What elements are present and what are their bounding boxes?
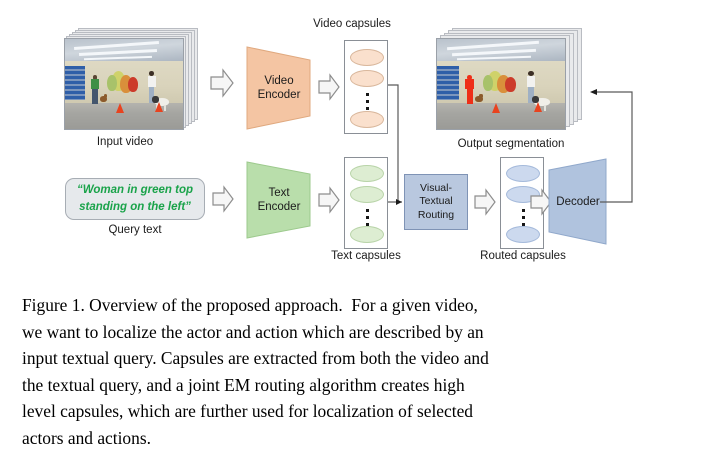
scene-bleachers — [437, 66, 459, 101]
scene-floor — [437, 102, 565, 129]
person-torso — [147, 75, 156, 88]
person-legs — [92, 88, 98, 104]
person-legs — [148, 86, 155, 103]
video-capsule — [350, 70, 384, 87]
caption-line: Figure 1. Overview of the proposed appro… — [22, 295, 478, 315]
caption-line: input textual query. Capsules are extrac… — [22, 348, 489, 369]
figure-caption: Figure 1. Overview of the proposed appro… — [22, 292, 690, 452]
connector-wires — [388, 84, 633, 205]
dog-body — [100, 95, 108, 102]
wall-mural — [504, 76, 517, 93]
video-encoder-shape — [246, 46, 311, 130]
output-video-framestack — [436, 28, 586, 136]
routing-label-line3: Routing — [417, 208, 455, 221]
dog-head — [103, 93, 108, 98]
person-torso — [526, 75, 536, 88]
input-video-frame — [64, 38, 184, 130]
block-arrow-right-icon — [212, 185, 234, 213]
wire-video-to-routing — [388, 84, 399, 202]
text-capsule — [350, 186, 384, 203]
dog-leg — [164, 105, 166, 111]
query-text-line1: “Woman in green top — [76, 184, 194, 197]
wall-mural — [120, 75, 133, 93]
person-legs — [528, 86, 535, 103]
caption-line: the textual query, and a joint EM routin… — [22, 374, 465, 395]
routed-capsule — [506, 165, 540, 182]
query-text-line2: standing on the left” — [79, 201, 191, 213]
traffic-cone — [492, 102, 501, 113]
pipeline-diagram: Input video Video Encoder Video capsules — [64, 18, 633, 262]
block-arrow-right-icon — [210, 68, 234, 98]
vertical-ellipsis-icon — [365, 93, 369, 110]
scene-floor — [65, 102, 183, 129]
caption-line: we want to localize the actor and action… — [22, 321, 484, 342]
text-capsules-label: Text capsules — [331, 250, 401, 262]
routing-label-line1: Visual- — [420, 181, 452, 194]
dog-body — [475, 95, 484, 102]
dog-head — [152, 95, 160, 104]
person-legs — [466, 88, 473, 104]
routing-label-line2: Textual — [419, 195, 453, 208]
text-capsules-box — [344, 157, 388, 249]
person-white-top — [525, 71, 537, 103]
decoder-shape — [548, 158, 607, 245]
dog-head — [531, 95, 540, 104]
wall-mural — [127, 76, 139, 93]
arrowhead-output-feedback — [590, 89, 597, 95]
person-head — [467, 75, 473, 80]
visual-textual-routing-block: Visual- Textual Routing — [404, 174, 468, 230]
segmented-person-highlight — [464, 75, 476, 104]
block-arrow-right-icon — [318, 186, 340, 214]
dog-small — [475, 93, 484, 104]
person-torso — [465, 79, 474, 90]
block-arrow-right-icon — [530, 188, 552, 216]
vertical-ellipsis-icon — [365, 209, 369, 226]
video-capsules-label: Video capsules — [313, 18, 391, 30]
text-encoder-shape — [246, 161, 311, 239]
wall-mural — [107, 75, 117, 92]
input-video-label: Input video — [96, 136, 154, 148]
vertical-ellipsis-icon — [521, 209, 525, 226]
person-head — [528, 71, 534, 77]
video-capsule — [350, 49, 384, 66]
query-text-box: “Woman in green top standing on the left… — [65, 178, 205, 220]
person-torso — [91, 79, 99, 90]
caption-line: level capsules, which are further used f… — [22, 401, 473, 422]
block-arrow-right-icon — [318, 73, 340, 101]
scene-bleachers — [65, 66, 86, 101]
routed-capsules-box — [500, 157, 544, 249]
wire-decoder-feedback — [594, 91, 633, 203]
wall-mural — [483, 75, 494, 92]
traffic-cone — [154, 102, 163, 112]
query-text-label: Query text — [108, 224, 162, 236]
output-video-label: Output segmentation — [457, 138, 565, 150]
person-green-top — [90, 75, 101, 104]
caption-line: actors and actions. — [22, 427, 151, 448]
video-capsule — [350, 111, 384, 128]
dog-small — [100, 93, 108, 104]
dog-head — [478, 93, 484, 98]
video-capsules-box — [344, 40, 388, 134]
dog-leg — [544, 105, 547, 111]
routed-capsules-label: Routed capsules — [480, 250, 566, 262]
traffic-cone — [115, 102, 124, 113]
traffic-cone — [534, 102, 543, 112]
block-arrow-right-icon — [474, 188, 496, 216]
person-head — [149, 71, 155, 77]
text-capsule — [350, 165, 384, 182]
arrowhead-routing-input — [396, 199, 402, 205]
input-video-framestack — [64, 28, 198, 132]
routed-capsule — [506, 226, 540, 243]
person-white-top — [146, 71, 157, 103]
person-head — [92, 75, 98, 80]
output-video-frame — [436, 38, 566, 130]
text-capsule — [350, 226, 384, 243]
